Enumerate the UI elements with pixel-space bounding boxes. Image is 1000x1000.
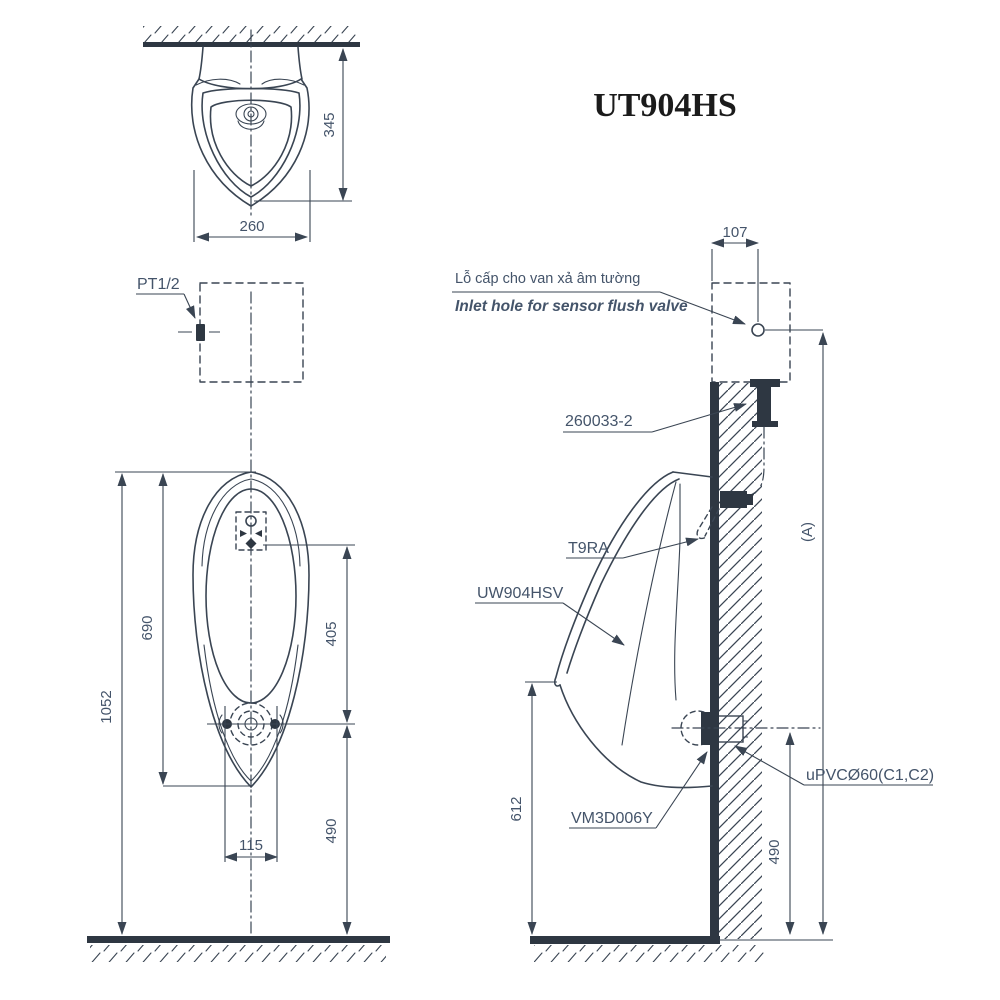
concealed-valve-box-side — [711, 282, 791, 383]
floor-hatch-front — [90, 945, 386, 962]
dimension-490-side: 490 — [766, 732, 795, 935]
side-view: Lỗ cấp cho van xả âm tường Inlet hole fo… — [452, 224, 934, 962]
svg-text:VM3D006Y: VM3D006Y — [571, 810, 653, 827]
svg-text:612: 612 — [508, 796, 525, 821]
callout-urinal-body: UW904HSV — [475, 585, 625, 646]
dimension-345: 345 — [254, 48, 352, 202]
inlet-hole — [751, 323, 765, 337]
callout-spreader: T9RA — [566, 537, 699, 559]
callout-flush-valve: 260033-2 — [563, 403, 747, 433]
ceiling-line — [143, 42, 360, 47]
sensor-window — [235, 511, 267, 551]
ceiling-hatch — [143, 26, 357, 42]
water-inlet-symbol — [178, 324, 220, 341]
outlet-pipe-lines — [224, 706, 278, 862]
wall-section — [710, 382, 719, 944]
svg-text:uPVCØ60(C1,C2): uPVCØ60(C1,C2) — [806, 767, 934, 784]
svg-text:490: 490 — [323, 818, 340, 843]
spreader-side — [696, 491, 753, 540]
wall-hatch — [719, 383, 762, 939]
inlet-hole-note-en: Inlet hole for sensor flush valve — [455, 298, 688, 315]
dimension-690: 690 — [139, 473, 250, 787]
svg-text:107: 107 — [722, 224, 747, 241]
top-view: 345 260 — [143, 26, 360, 242]
model-title: UT904HS — [593, 87, 737, 124]
svg-text:UW904HSV: UW904HSV — [477, 585, 564, 602]
svg-text:260033-2: 260033-2 — [565, 413, 633, 430]
floor-line-front — [87, 936, 390, 943]
dimension-405: 405 — [207, 544, 355, 725]
svg-text:1052: 1052 — [98, 690, 115, 723]
svg-text:345: 345 — [321, 112, 338, 137]
urinal-top-shoulder-arcs — [195, 78, 305, 86]
dimension-490-front: 490 — [323, 725, 352, 935]
svg-text:(A): (A) — [799, 522, 816, 542]
floor-hatch-side — [534, 945, 766, 962]
svg-text:115: 115 — [239, 837, 263, 854]
urinal-front-rim-line — [201, 478, 301, 567]
urinal-side-profile — [553, 471, 713, 789]
urinal-front-lower-shell-line — [203, 644, 299, 782]
dimension-115: 115 — [224, 837, 278, 862]
flush-pipe-outline — [198, 46, 303, 80]
svg-text:405: 405 — [323, 621, 340, 646]
dimension-A: (A) — [799, 332, 828, 935]
callout-drain-pipe: uPVCØ60(C1,C2) — [734, 745, 934, 786]
inlet-thread-callout: PT1/2 — [136, 276, 196, 319]
inlet-thread-label: PT1/2 — [137, 276, 180, 293]
inlet-hole-note-vi: Lỗ cấp cho van xả âm tường — [455, 270, 640, 287]
svg-text:490: 490 — [766, 839, 783, 864]
callout-outlet-socket: VM3D006Y — [569, 751, 708, 829]
svg-text:T9RA: T9RA — [568, 540, 609, 557]
dimension-1052: 1052 — [98, 471, 256, 935]
dimension-612: 612 — [508, 681, 557, 935]
front-view: PT1/2 — [87, 276, 390, 962]
dimension-107: 107 — [711, 224, 759, 322]
floor-line-side — [530, 936, 720, 944]
svg-text:260: 260 — [239, 218, 264, 235]
svg-text:690: 690 — [139, 615, 156, 640]
inlet-hole-note: Lỗ cấp cho van xả âm tường Inlet hole fo… — [452, 270, 746, 325]
urinal-top-rim-outline — [201, 87, 301, 198]
dimension-260: 260 — [193, 170, 311, 242]
